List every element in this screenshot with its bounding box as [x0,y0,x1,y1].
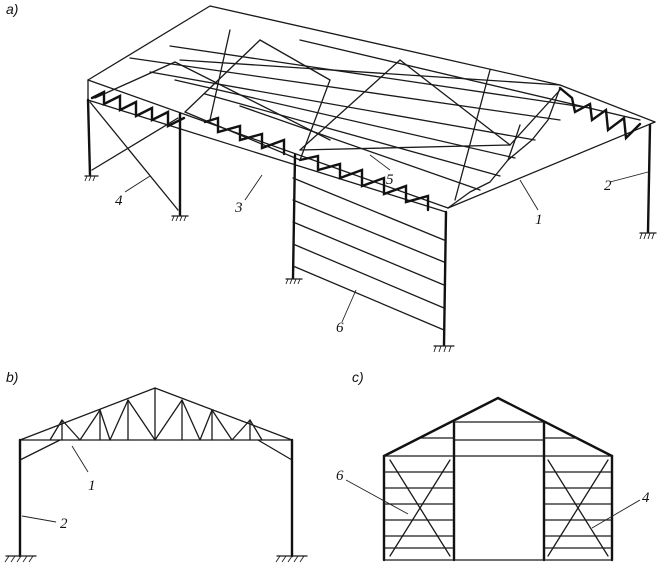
label-c-wall-rail: 6 [336,468,344,484]
panel-c-label: c) [352,369,364,385]
panel-c-gable-wall [345,396,641,562]
label-a-chord-brace: 3 [234,200,243,216]
label-a-truss: 1 [535,212,543,228]
panel-a-isometric-frame [84,5,657,353]
label-a-roof-brace: 5 [386,172,394,188]
label-b-truss: 1 [88,478,96,494]
label-a-column: 2 [604,178,612,194]
panel-a-label: a) [6,1,18,17]
panel-b-transverse-frame [4,387,308,563]
label-c-vertical-brace: 4 [642,490,650,506]
label-b-column: 2 [60,516,68,532]
label-a-wall-rail: 6 [336,320,344,336]
label-a-vertical-brace: 4 [115,193,123,209]
panel-a-supports [84,175,657,353]
panel-b-label: b) [6,369,18,385]
